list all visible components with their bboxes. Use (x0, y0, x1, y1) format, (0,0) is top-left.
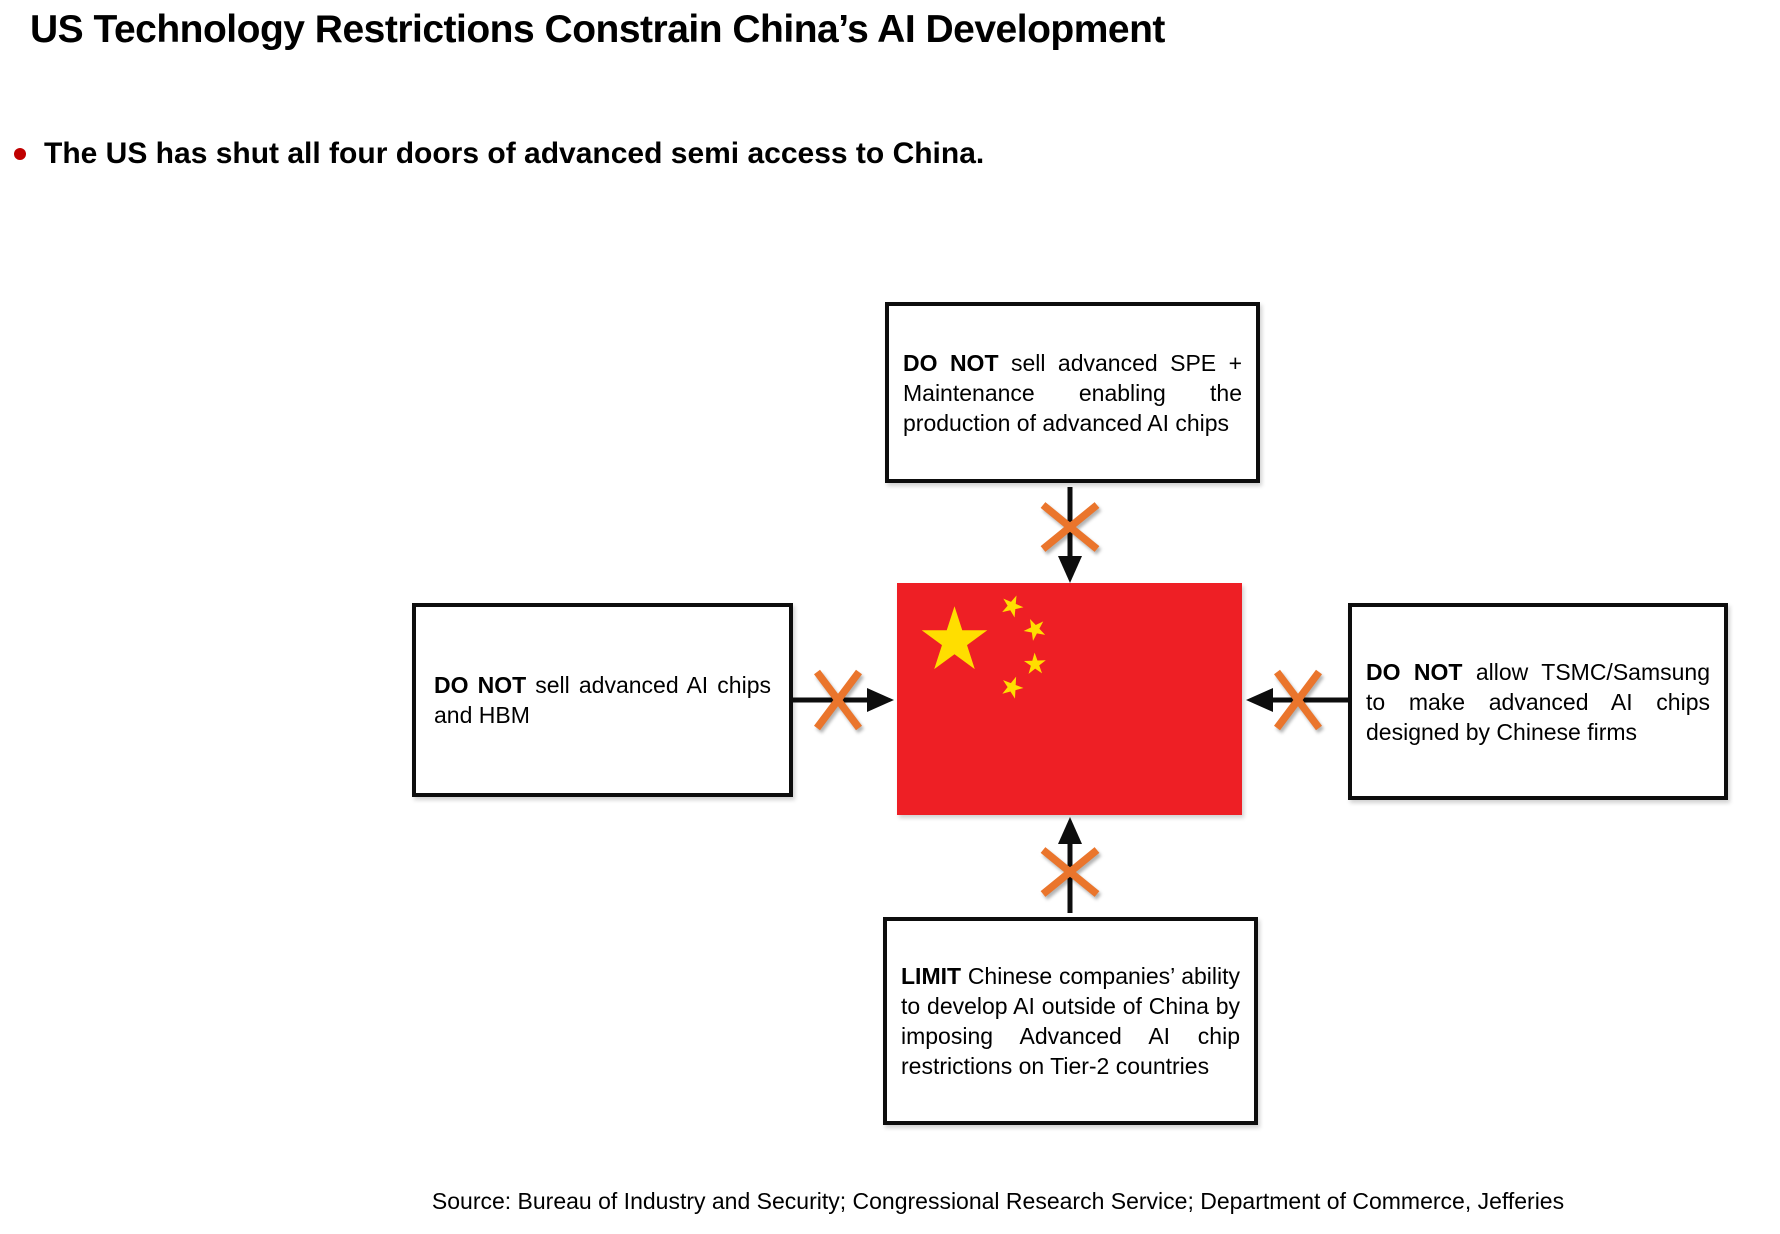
restriction-body: Chinese companies’ ability to develop AI… (901, 963, 1241, 1079)
restriction-lead: LIMIT (901, 963, 962, 989)
page-title: US Technology Restrictions Constrain Chi… (30, 8, 1165, 51)
bullet-item: The US has shut all four doors of advanc… (14, 134, 984, 173)
restriction-body: sell advanced AI chips and HBM (434, 672, 771, 728)
restriction-box-top: DO NOT sell advanced SPE + Maintenance e… (885, 302, 1260, 483)
restriction-lead: DO NOT (434, 672, 527, 698)
bullet-marker (14, 147, 26, 160)
restriction-text: LIMIT Chinese companies’ ability to deve… (901, 961, 1240, 1081)
arrow-up-icon (1058, 817, 1082, 913)
restriction-box-right: DO NOT allow TSMC/Samsung to make advanc… (1348, 603, 1728, 800)
restriction-text: DO NOT allow TSMC/Samsung to make advanc… (1366, 657, 1710, 747)
china-flag (897, 583, 1242, 815)
arrow-left-icon (1246, 688, 1348, 712)
blocked-cross-icon (1274, 669, 1322, 731)
blocked-cross-icon (814, 669, 862, 731)
flag-field (897, 583, 1242, 815)
bullet-text: The US has shut all four doors of advanc… (44, 137, 985, 170)
restriction-text: DO NOT sell advanced SPE + Maintenance e… (903, 348, 1242, 438)
restriction-body: sell advanced SPE + Maintenance enabling… (903, 349, 1242, 436)
restriction-lead: DO NOT (903, 349, 999, 376)
blocked-cross-icon (1040, 502, 1100, 552)
restriction-box-bottom: LIMIT Chinese companies’ ability to deve… (883, 917, 1258, 1125)
arrow-down-icon (1058, 487, 1082, 583)
source-attribution: Source: Bureau of Industry and Security;… (431, 1188, 1565, 1214)
restriction-body: allow TSMC/Samsung to make advanced AI c… (1366, 658, 1710, 745)
arrow-right-icon (793, 688, 894, 712)
restriction-lead: DO NOT (1366, 658, 1463, 685)
blocked-cross-icon (1040, 847, 1100, 897)
restriction-text: DO NOT sell advanced AI chips and HBM (434, 670, 771, 730)
restriction-box-left: DO NOT sell advanced AI chips and HBM (412, 603, 793, 797)
